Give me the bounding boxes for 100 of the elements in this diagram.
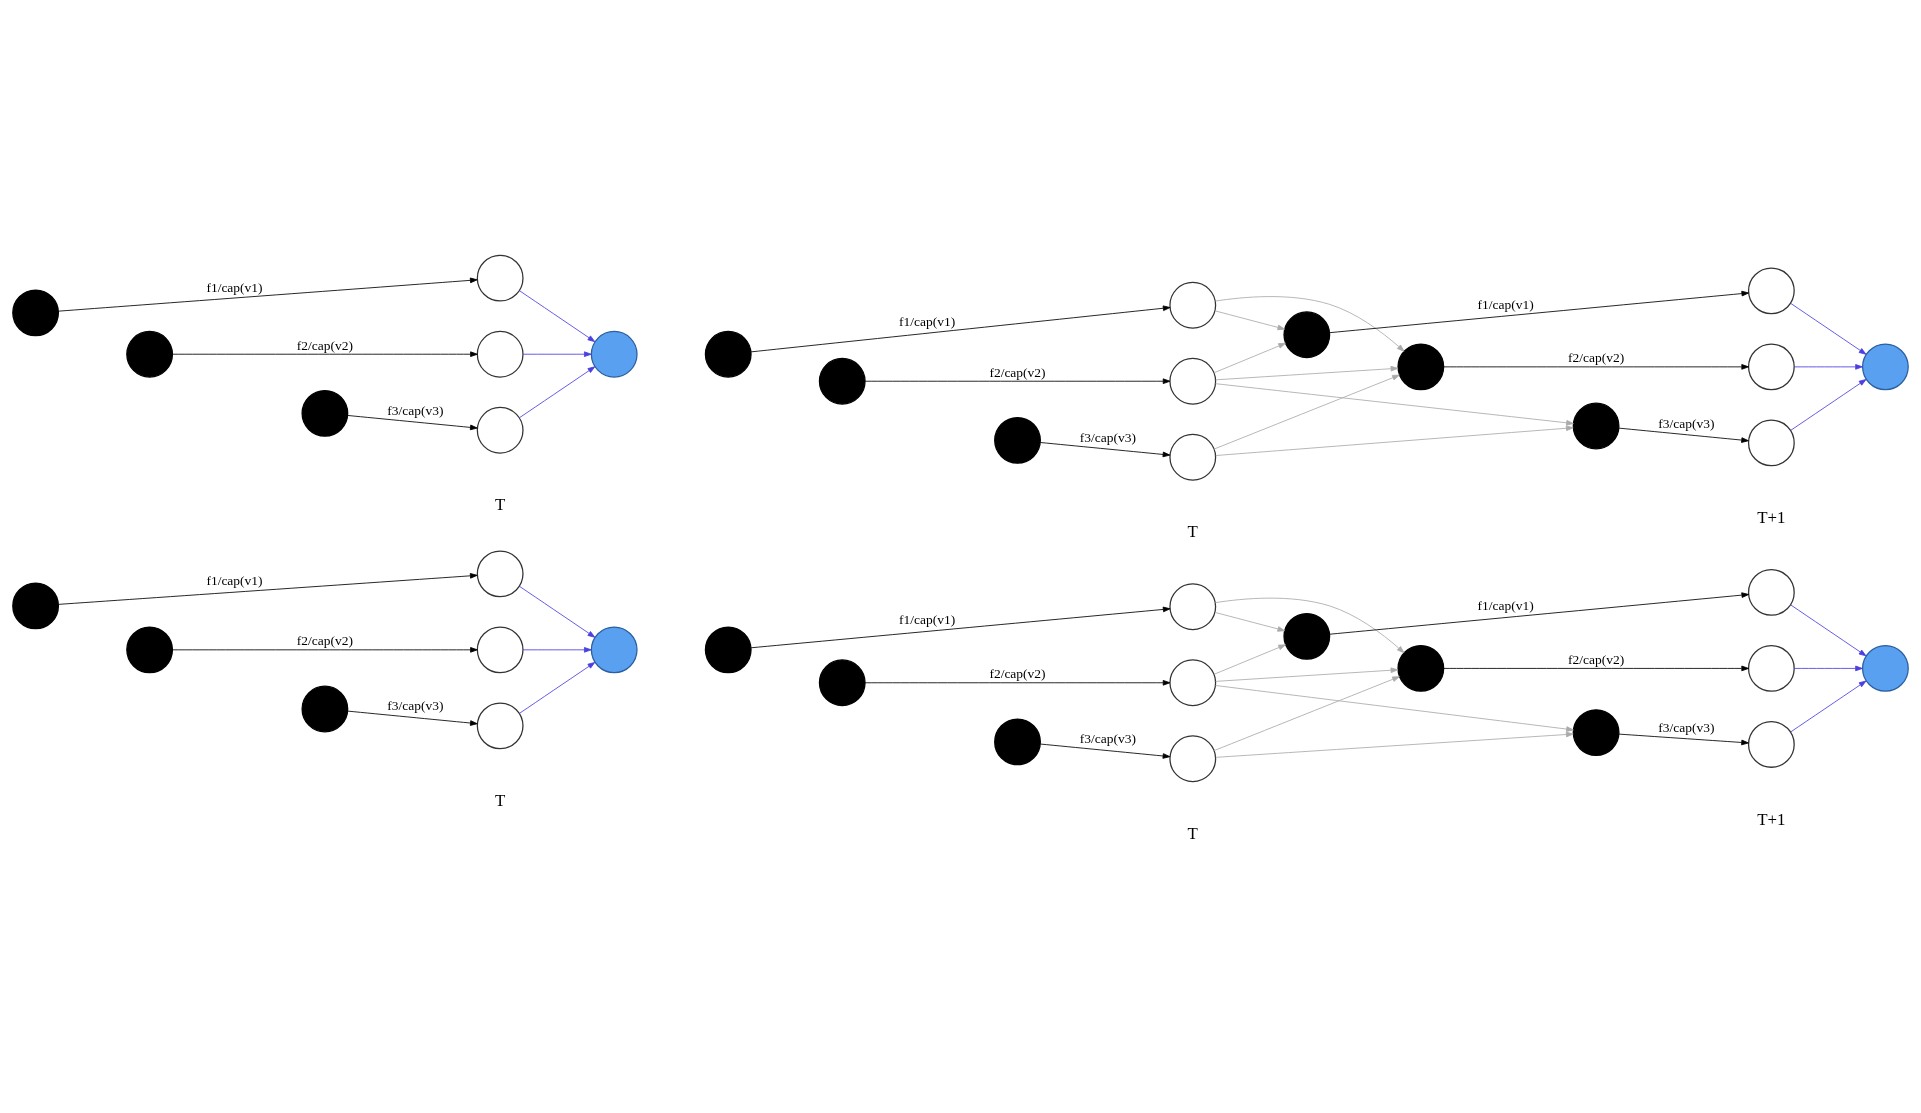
node-circle	[1169, 281, 1217, 329]
node-circle	[1747, 419, 1795, 467]
arrow	[1215, 685, 1574, 732]
node-circle	[12, 582, 60, 630]
edge-label: f2/cap(v2)	[1567, 350, 1625, 366]
node-circle	[1283, 311, 1331, 359]
node-circle	[1861, 343, 1909, 391]
node-circle	[1747, 267, 1795, 315]
edge-label: f3/cap(v3)	[387, 402, 444, 418]
arrow	[347, 415, 478, 431]
node-circle	[1747, 343, 1795, 391]
arrow	[1215, 383, 1574, 426]
arrow	[58, 573, 478, 605]
node-circle	[476, 254, 524, 302]
edge-label: f2/cap(v2)	[989, 666, 1046, 682]
arrow	[172, 647, 478, 653]
node-circle	[1861, 644, 1909, 692]
arrow	[1790, 680, 1867, 733]
arrow	[519, 366, 596, 419]
arrow	[1039, 743, 1171, 759]
edge-label: f3/cap(v3)	[1079, 731, 1137, 747]
node-circle	[301, 685, 349, 733]
arrow	[1790, 379, 1867, 431]
arrow	[519, 662, 596, 714]
node-circle	[994, 416, 1041, 464]
edge-label: f2/cap(v2)	[1567, 652, 1625, 668]
node-circle	[1572, 709, 1620, 757]
edge-label: f1/cap(v1)	[899, 314, 956, 330]
arrow	[522, 351, 592, 357]
node-circle	[1747, 721, 1795, 768]
arrow	[864, 378, 1171, 385]
node-circle	[818, 659, 866, 707]
arrow	[1215, 597, 1405, 654]
edge-label: f3/cap(v3)	[1658, 720, 1715, 736]
node-circle	[1169, 659, 1217, 707]
node-circle	[476, 702, 524, 750]
node-circle	[1572, 402, 1620, 450]
label: T	[1187, 522, 1198, 542]
arrow	[1039, 442, 1171, 458]
node-circle	[994, 718, 1041, 766]
node-circle	[476, 626, 524, 674]
arrow	[1618, 427, 1749, 443]
arrow	[1214, 611, 1286, 632]
label: T+1	[1757, 508, 1786, 528]
edge-label: f2/cap(v2)	[296, 337, 354, 353]
arrow	[1215, 731, 1574, 758]
edge-label: f2/cap(v2)	[989, 364, 1046, 380]
node-circle	[704, 330, 752, 378]
edge-label: f2/cap(v2)	[296, 633, 354, 649]
node-circle	[1283, 612, 1331, 660]
arrow	[1618, 733, 1749, 746]
node-circle	[1169, 583, 1217, 631]
node-circle	[126, 626, 174, 674]
node-circle	[301, 389, 349, 437]
edge-label: f1/cap(v1)	[1477, 597, 1534, 613]
label: T	[495, 791, 506, 811]
arrow	[347, 710, 478, 726]
node-circle	[12, 289, 60, 337]
node-circle	[1747, 644, 1795, 692]
node-circle	[704, 626, 752, 674]
node-circle	[818, 357, 866, 405]
arrow	[1329, 290, 1750, 334]
arrow	[1443, 665, 1749, 672]
arrow	[864, 680, 1171, 686]
label: T	[495, 495, 506, 515]
arrow	[1213, 676, 1400, 752]
arrow	[1794, 665, 1863, 672]
label: T	[1187, 824, 1198, 844]
arrow	[1443, 364, 1749, 370]
node-circle	[476, 550, 524, 598]
label: T+1	[1757, 809, 1786, 829]
edge-label: f1/cap(v1)	[206, 279, 263, 295]
node-circle	[1169, 433, 1217, 481]
node-circle	[590, 626, 638, 674]
arrow	[1214, 310, 1286, 331]
edge-label: f3/cap(v3)	[1079, 429, 1137, 445]
arrow	[1329, 592, 1750, 635]
arrow	[1213, 644, 1286, 675]
arrow	[1215, 365, 1399, 381]
arrow	[1790, 303, 1867, 355]
node-circle	[1747, 568, 1795, 616]
edge-label: f1/cap(v1)	[899, 612, 956, 628]
arrow	[1213, 342, 1286, 374]
edge-label: f3/cap(v3)	[1658, 415, 1715, 431]
node-circle	[590, 330, 638, 378]
arrow	[522, 647, 592, 653]
node-circle	[476, 330, 524, 378]
arrow	[1215, 296, 1405, 352]
arrow	[1794, 364, 1863, 370]
arrow	[519, 290, 596, 343]
node-circle	[1169, 735, 1217, 783]
node-circle	[476, 406, 524, 454]
arrow	[1215, 425, 1574, 456]
arrow	[1790, 604, 1867, 657]
arrow	[172, 351, 478, 357]
arrow	[58, 277, 478, 312]
arrow	[1213, 374, 1400, 450]
node-circle	[1169, 357, 1217, 405]
arrow	[750, 606, 1171, 649]
edge-label: f1/cap(v1)	[206, 573, 263, 589]
